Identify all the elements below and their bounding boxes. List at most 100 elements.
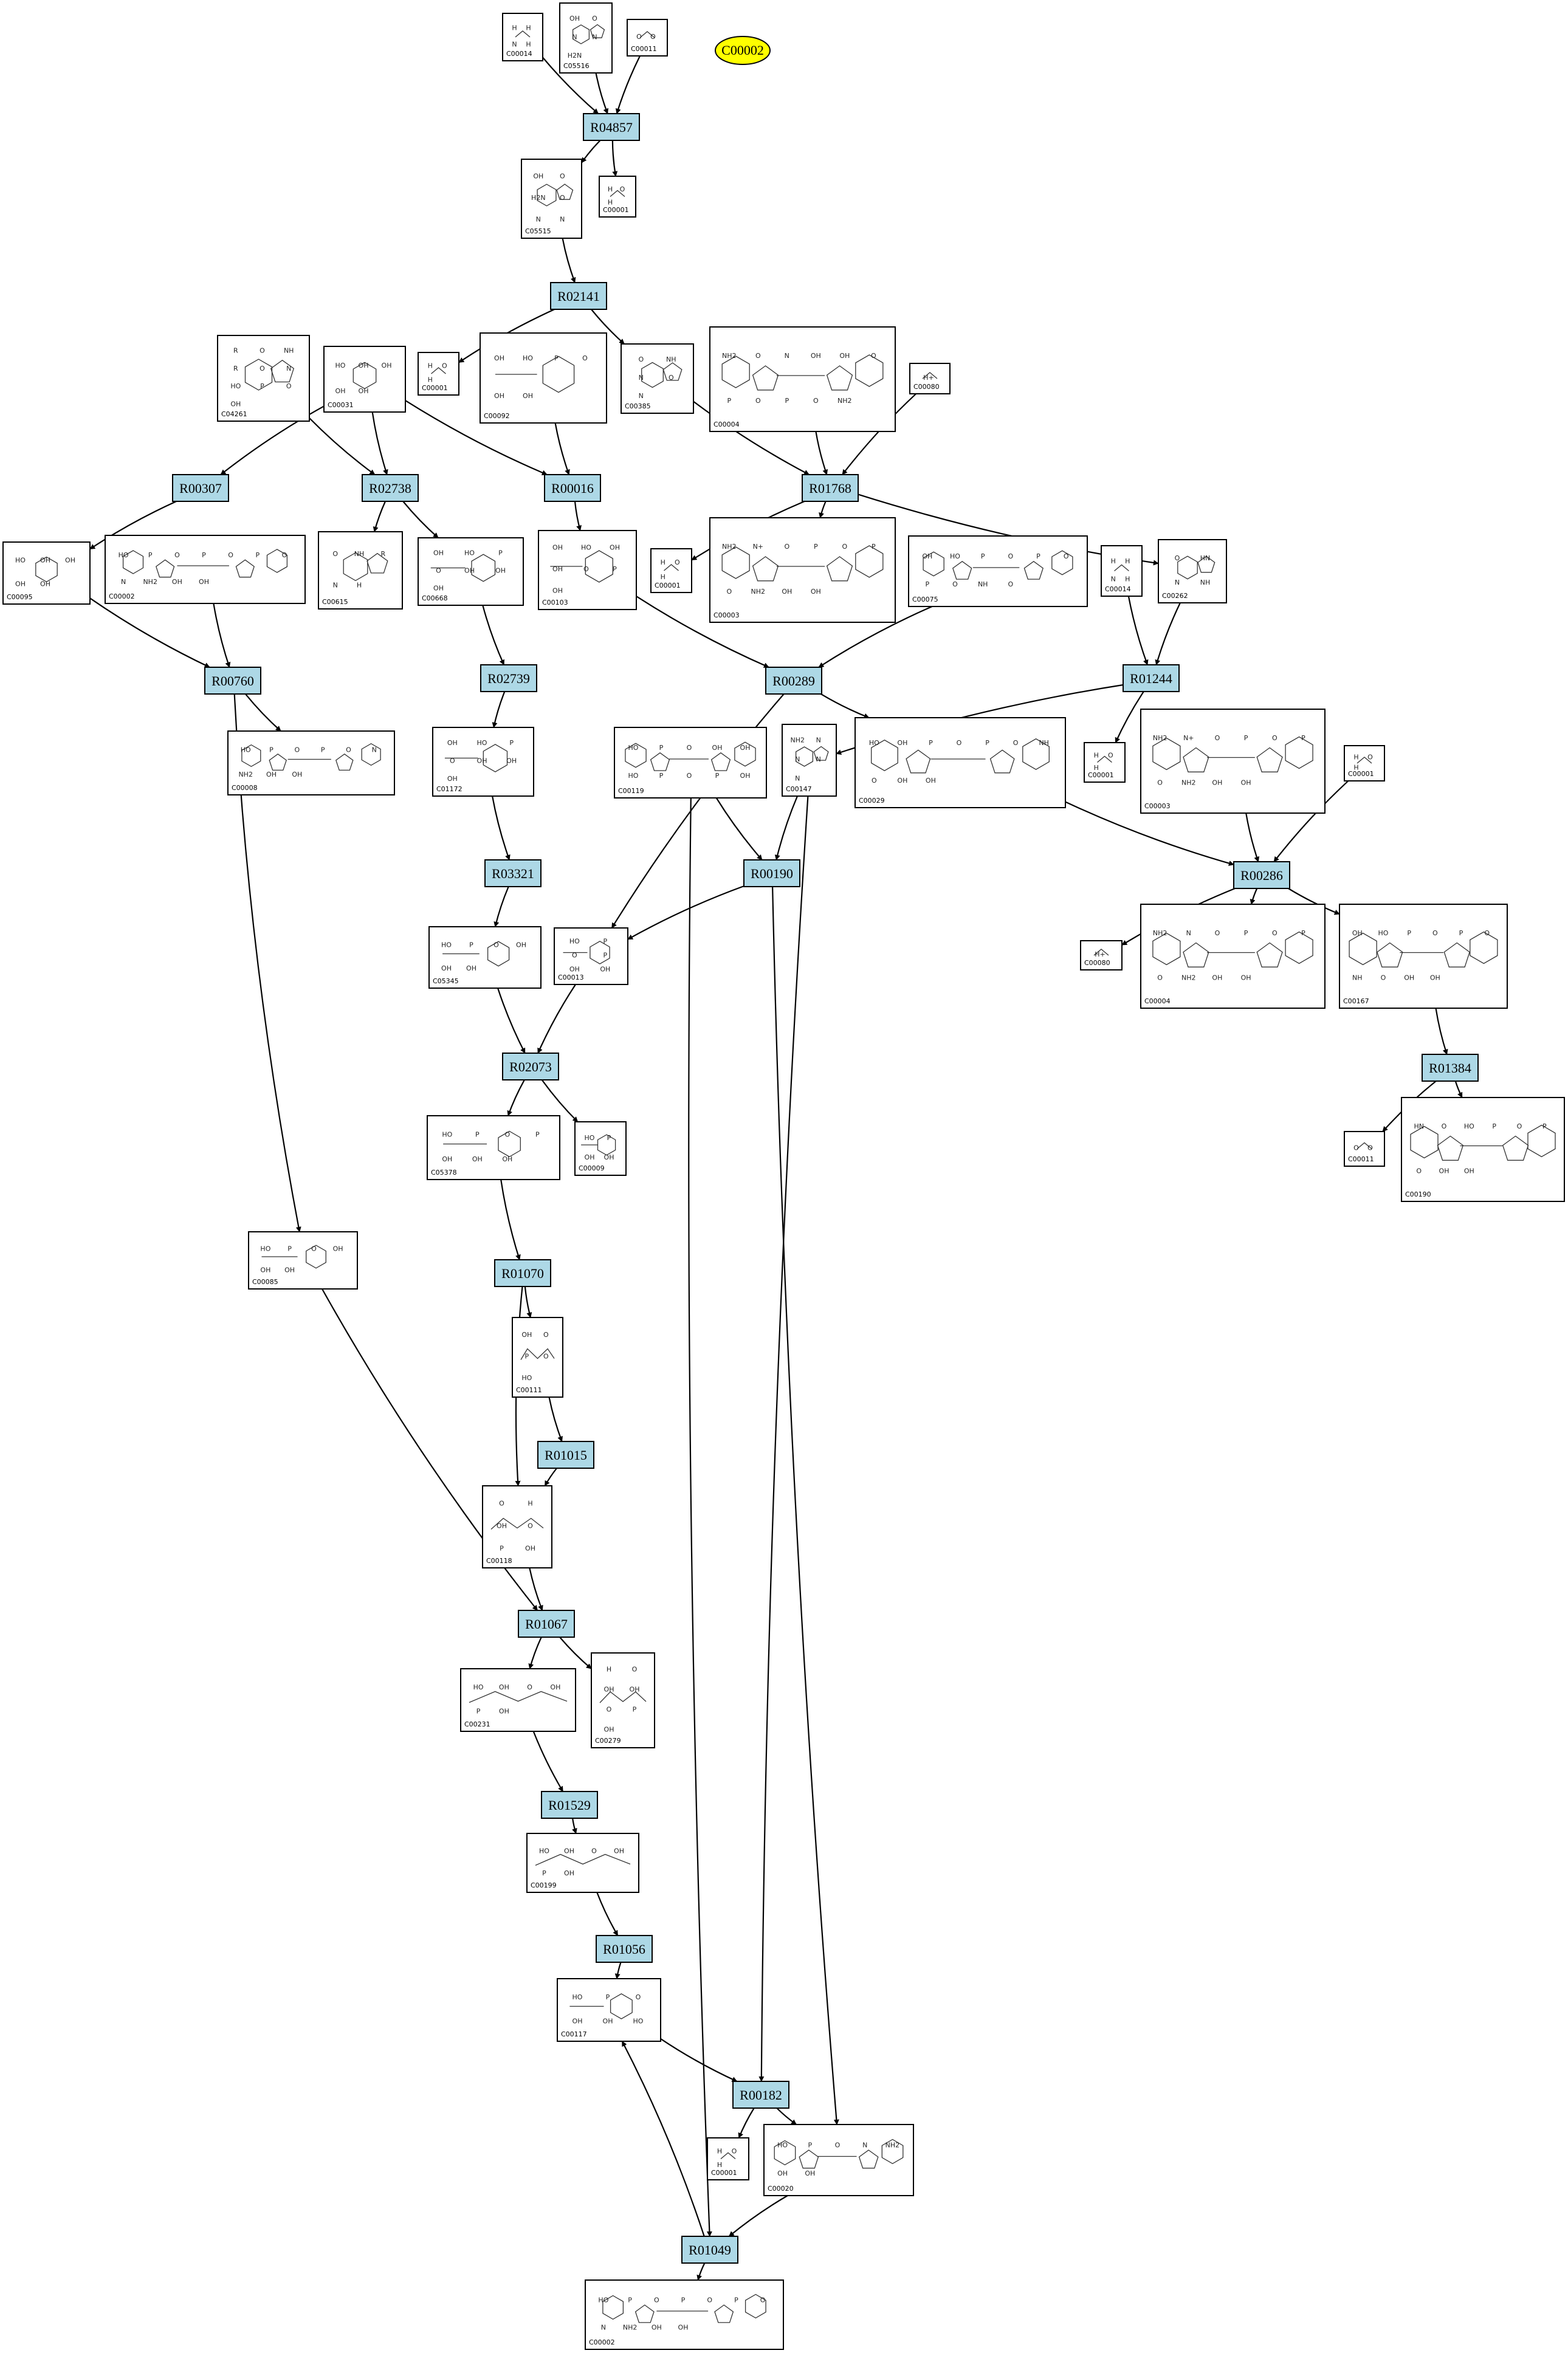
atom-label: N bbox=[1175, 579, 1180, 586]
atom-label: P bbox=[734, 2296, 738, 2304]
reaction-node[interactable]: R00307 bbox=[172, 474, 229, 502]
reaction-node[interactable]: R01529 bbox=[541, 1791, 598, 1819]
reaction-node[interactable]: R01056 bbox=[596, 1935, 653, 1963]
edge-R00190-n48 bbox=[772, 886, 839, 2125]
compound-box bbox=[1401, 1097, 1565, 1202]
reaction-node[interactable]: R01067 bbox=[518, 1610, 575, 1638]
reaction-node[interactable]: R00286 bbox=[1233, 861, 1290, 889]
reaction-node[interactable]: R01768 bbox=[802, 474, 859, 502]
compound-id: C00001 bbox=[655, 582, 681, 589]
reaction-node[interactable]: R04857 bbox=[583, 113, 640, 141]
atom-label: OH bbox=[65, 557, 75, 565]
reaction-node[interactable]: R00289 bbox=[765, 667, 822, 695]
atom-label: OH bbox=[811, 352, 821, 360]
atom-label: R bbox=[380, 550, 385, 558]
reaction-node[interactable]: R01015 bbox=[537, 1441, 594, 1469]
reaction-node[interactable]: R00190 bbox=[743, 859, 800, 887]
atom-label: H bbox=[607, 1666, 611, 1674]
reaction-node[interactable]: R01070 bbox=[494, 1259, 551, 1287]
reaction-node[interactable]: R01244 bbox=[1123, 664, 1180, 692]
atom-label: R bbox=[233, 347, 238, 355]
reaction-node[interactable]: R03321 bbox=[484, 859, 542, 887]
reaction-node[interactable]: R02141 bbox=[550, 282, 607, 310]
atom-label: H+ bbox=[923, 374, 934, 382]
compound-id: C00167 bbox=[1343, 997, 1369, 1005]
atom-label: HO bbox=[119, 551, 129, 559]
edge-R01067-n43 bbox=[528, 1637, 542, 1669]
reaction-node[interactable]: R02073 bbox=[502, 1053, 559, 1080]
atom-label: HO bbox=[573, 1993, 583, 2001]
atom-label: OH bbox=[1439, 1167, 1449, 1175]
compound-id: C00004 bbox=[1144, 997, 1171, 1005]
atom-label: H bbox=[528, 1500, 532, 1508]
atom-label: O bbox=[543, 1331, 549, 1339]
reaction-node[interactable]: R01049 bbox=[681, 2236, 738, 2264]
atom-label: N bbox=[121, 578, 126, 586]
reaction-node[interactable]: R00182 bbox=[732, 2081, 789, 2109]
atom-label: O bbox=[560, 194, 565, 202]
atom-label: HO bbox=[260, 1245, 270, 1253]
reaction-node[interactable]: R01384 bbox=[1422, 1054, 1479, 1082]
compound-id: C00003 bbox=[1144, 802, 1171, 810]
atom-label: O bbox=[707, 2296, 712, 2304]
reaction-node[interactable]: R02739 bbox=[480, 664, 537, 692]
compound-node[interactable]: H+C00080 bbox=[1080, 940, 1123, 970]
atom-label: N bbox=[1186, 929, 1191, 937]
reaction-node[interactable]: R00760 bbox=[204, 667, 261, 695]
reaction-node[interactable]: R02738 bbox=[362, 474, 419, 502]
compound-node[interactable]: H+C00080 bbox=[909, 363, 951, 394]
atom-label: HO bbox=[628, 744, 639, 752]
compound-id: C00385 bbox=[625, 402, 651, 410]
atom-label: P bbox=[542, 1869, 546, 1877]
reaction-node[interactable]: R00016 bbox=[544, 474, 601, 502]
atom-label: O bbox=[582, 354, 588, 362]
